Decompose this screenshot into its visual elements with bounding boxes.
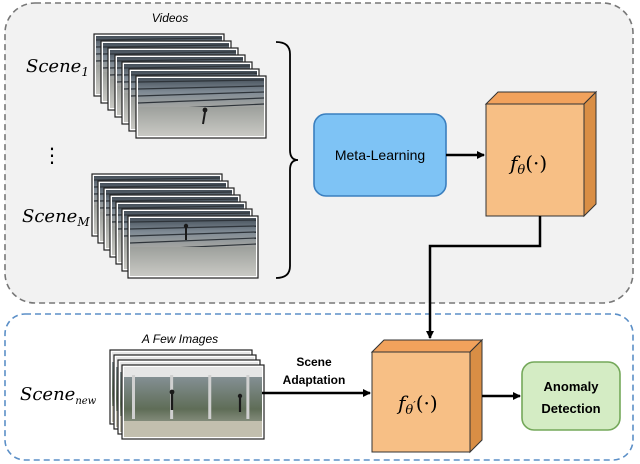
pedestrian-figure <box>183 223 189 229</box>
scene-adaptation-line2: Adaptation <box>283 373 346 387</box>
adapted-model-cube <box>370 338 484 454</box>
vertical-ellipsis: ⋮ <box>42 145 62 167</box>
model-f-theta-cube <box>484 90 598 218</box>
sceneM-label: SceneM <box>22 206 90 229</box>
arrow-model-to-adapted-model <box>426 216 542 339</box>
sceneM-video-frames <box>91 173 259 279</box>
scene1-video-frames <box>93 33 267 139</box>
scene-adaptation-line1: Scene <box>296 355 332 369</box>
videos-label: Videos <box>152 11 188 25</box>
anomaly-detection-box <box>521 361 621 431</box>
adapted-model-label: fθ′(·) <box>396 391 438 418</box>
scene1-label: Scene1 <box>26 56 89 79</box>
scene-new-label: Scenenew <box>20 384 97 407</box>
new-scene-images <box>109 349 265 440</box>
pedestrian-body <box>202 111 206 125</box>
video-frame <box>127 215 259 279</box>
meta-learning-label: Meta-Learning <box>335 147 425 163</box>
pedestrian-figure <box>202 107 208 113</box>
anomaly-label-line2: Detection <box>541 401 600 416</box>
anomaly-label-line1: Anomaly <box>544 379 600 394</box>
few-images-label: A Few Images <box>141 332 218 346</box>
video-frame <box>121 364 265 440</box>
model-f-theta-label: fθ(·) <box>508 151 547 178</box>
video-frame <box>135 75 267 139</box>
grouping-brace <box>275 41 299 279</box>
person-figure <box>169 389 175 395</box>
person-figure <box>237 393 243 399</box>
